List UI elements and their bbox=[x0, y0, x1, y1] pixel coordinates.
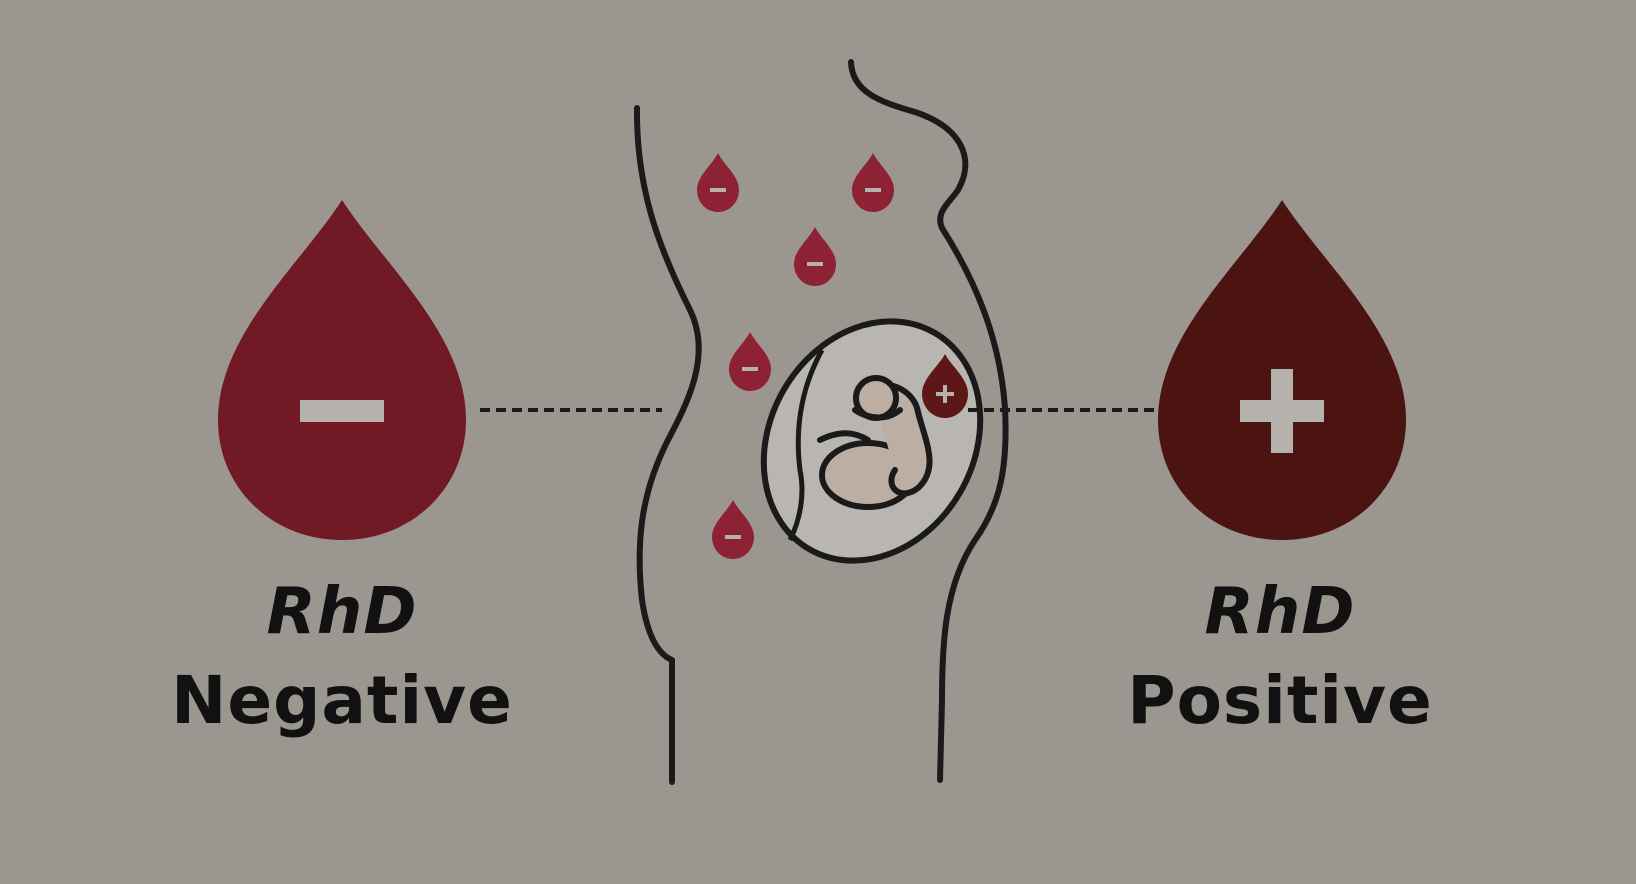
negative-small-drop-icon bbox=[729, 332, 771, 391]
rhd-positive-drop-icon bbox=[1158, 200, 1406, 540]
rhd-negative-label-line2: Negative bbox=[171, 662, 513, 739]
maternal-negative-drops bbox=[697, 153, 894, 559]
rhd-positive-label-line2: Positive bbox=[1127, 662, 1433, 739]
fetus-icon bbox=[817, 375, 933, 510]
minus-sign-icon bbox=[300, 400, 384, 422]
rhd-positive-label-line1: RhD bbox=[1204, 575, 1356, 649]
negative-small-drop-icon bbox=[794, 227, 836, 286]
negative-small-drop-icon bbox=[712, 500, 754, 559]
negative-small-drop-icon bbox=[852, 153, 894, 212]
negative-small-drop-icon bbox=[697, 153, 739, 212]
rhd-negative-drop-icon bbox=[218, 200, 466, 540]
pregnant-body-outline-icon bbox=[633, 59, 1009, 785]
rhd-positive-label: RhD Positive bbox=[1070, 580, 1490, 734]
plus-sign-icon bbox=[1240, 369, 1324, 453]
rhd-negative-label: RhD Negative bbox=[132, 580, 552, 734]
rhd-negative-label-line1: RhD bbox=[266, 575, 418, 649]
positive-small-drop-icon bbox=[922, 354, 968, 418]
